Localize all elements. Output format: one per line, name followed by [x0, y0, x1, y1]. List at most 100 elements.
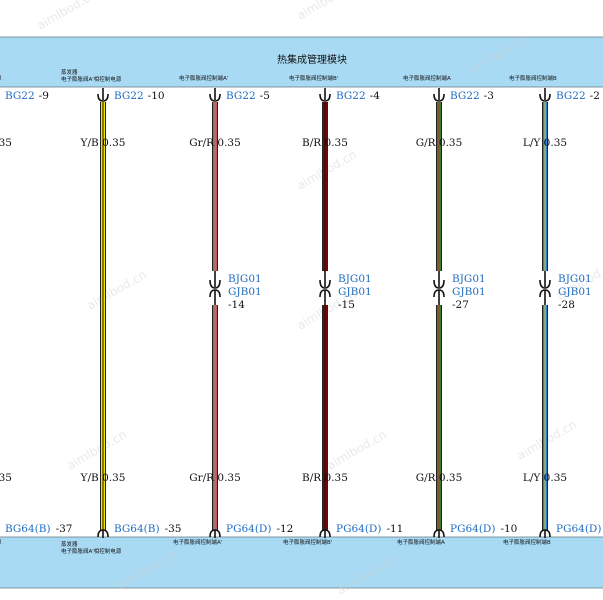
connector-cup [209, 93, 221, 102]
wire-stripe [544, 305, 546, 530]
inline-connector-id-1: BJG01 [338, 273, 372, 285]
wire-spec-bottom: Y/B 0.35 [80, 472, 126, 484]
top-connector-id: BG22 [336, 90, 366, 102]
connector-cup [319, 529, 331, 538]
top-pin-number: -2 [590, 90, 600, 102]
top-connector-label: BG22 -2 [556, 90, 600, 102]
top-function-label: 电子膨胀阀控制端A' [179, 74, 228, 82]
top-connector-label: BG22 -3 [450, 90, 494, 102]
wire-stripe [102, 102, 104, 530]
wire-spec-top: Gr/R 0.35 [189, 137, 241, 149]
inline-connector-cup-upper [319, 279, 331, 289]
wire-spec-bottom: B/R 0.35 [302, 472, 348, 484]
connector-cup [209, 529, 221, 538]
wire-spec-top: Y/B 0.35 [80, 137, 126, 149]
watermark-text: aimlbod.cn [65, 427, 129, 472]
bottom-connector-label: BG64(B) -35 [114, 523, 182, 535]
wire-stripe [544, 102, 546, 271]
top-pin-number: -9 [39, 90, 49, 102]
wire-spec-top: L/Y 0.35 [523, 137, 567, 149]
top-connector-label: BG22 -10 [114, 90, 165, 102]
wire-stripe [438, 102, 440, 271]
wire-spec-bottom: Gr/R 0.35 [189, 472, 241, 484]
inline-connector-id-2: GJB01 [452, 286, 486, 298]
connector-cup [433, 529, 445, 538]
bottom-connector-id: PG64(D) [556, 523, 601, 535]
top-pin-number: -3 [484, 90, 494, 102]
bottom-connector-id: BG64(B) [114, 523, 160, 535]
connector-cup [539, 529, 551, 538]
bottom-function-label: 电子膨胀阀控制端A' [173, 538, 222, 546]
top-function-label: 电子膨胀阀控制端A [403, 74, 451, 82]
top-function-label: 电子膨胀阀控制电源 [0, 74, 2, 82]
inline-connector-id-1: BJG01 [228, 273, 262, 285]
wire-spec-top: 35 [0, 137, 12, 149]
connector-cup [97, 93, 109, 102]
circuit-2: 蒸发器电子膨胀阀A'相控制电源蒸发器电子膨胀阀A'相控制电源BG22-10Y/B… [61, 68, 182, 555]
top-pin-number: -4 [370, 90, 381, 102]
bottom-function-label: 蒸发器 [61, 540, 78, 548]
connector-cup [539, 93, 551, 102]
wire-spec-top: B/R 0.35 [302, 137, 348, 149]
inline-connector-id-2: GJB01 [338, 286, 372, 298]
inline-connector-cup-upper [433, 279, 445, 289]
bottom-connector-id: PG64(D) [226, 523, 271, 535]
bottom-connector-id: BG64(B) [5, 523, 51, 535]
watermark-text: aimlbod.cn [295, 0, 359, 23]
top-connector-id: BG22 [226, 90, 256, 102]
bottom-function-label: 电子膨胀阀控制端A [397, 538, 445, 546]
bottom-connector-label: PG64(D) -11 [336, 523, 403, 535]
module-band-top [0, 36, 603, 88]
top-connector-id: BG22 [556, 90, 586, 102]
connector-cup [433, 93, 445, 102]
top-connector-id: BG22 [5, 90, 35, 102]
connector-cup [319, 93, 331, 102]
bottom-connector-label: PG64(D) [556, 523, 601, 535]
bottom-pin-number: -11 [386, 523, 403, 535]
wire-stripe [324, 102, 326, 271]
wire-spec-bottom: G/R 0.35 [416, 472, 463, 484]
wire-stripe [324, 305, 326, 530]
bottom-function-label: 电子膨胀阀控制电源 [0, 538, 2, 546]
inline-connector-id-2: GJB01 [558, 286, 592, 298]
bottom-connector-id: PG64(D) [336, 523, 381, 535]
top-pin-number: -5 [260, 90, 270, 102]
bottom-function-label: 电子膨胀阀控制端B [503, 538, 551, 546]
bottom-function-label-2: 电子膨胀阀A'相控制电源 [61, 547, 122, 555]
top-connector-id: BG22 [114, 90, 144, 102]
top-function-label: 电子膨胀阀控制端B' [289, 74, 338, 82]
top-function-label: 蒸发器 [61, 68, 78, 76]
inline-connector-cup-upper [539, 279, 551, 289]
inline-connector-cup-upper [209, 279, 221, 289]
inline-pin-number: -15 [338, 299, 355, 311]
connector-cup [97, 529, 109, 538]
circuit-4: 电子膨胀阀控制端B'电子膨胀阀控制端B'BG22-4B/R 0.35B/R 0.… [283, 74, 403, 546]
inline-connector-id-2: GJB01 [228, 286, 262, 298]
top-connector-label: BG22 -5 [226, 90, 270, 102]
wire-spec-top: G/R 0.35 [416, 137, 463, 149]
bottom-pin-number: -10 [500, 523, 517, 535]
wire-spec-bottom: 35 [0, 472, 12, 484]
inline-pin-number: -28 [558, 299, 575, 311]
wire-stripe [438, 305, 440, 530]
top-connector-id: BG22 [450, 90, 480, 102]
top-function-label: 电子膨胀阀控制端B [509, 74, 557, 82]
watermark-text: aimlbod.cn [35, 0, 99, 33]
inline-pin-number: -27 [452, 299, 469, 311]
bottom-function-label: 电子膨胀阀控制端B' [283, 538, 332, 546]
module-title: 热集成管理模块 [277, 53, 347, 66]
top-connector-label: BG22 -9 [5, 90, 49, 102]
bottom-pin-number: -37 [56, 523, 73, 535]
module-band-bottom [0, 536, 603, 589]
watermark-text: aimlbod.cn [325, 427, 389, 472]
bottom-pin-number: -35 [165, 523, 182, 535]
top-connector-label: BG22 -4 [336, 90, 380, 102]
top-function-label-2: 电子膨胀阀A'相控制电源 [61, 75, 122, 83]
watermark-text: aimlbod.cn [85, 267, 149, 312]
top-pin-number: -10 [148, 90, 165, 102]
